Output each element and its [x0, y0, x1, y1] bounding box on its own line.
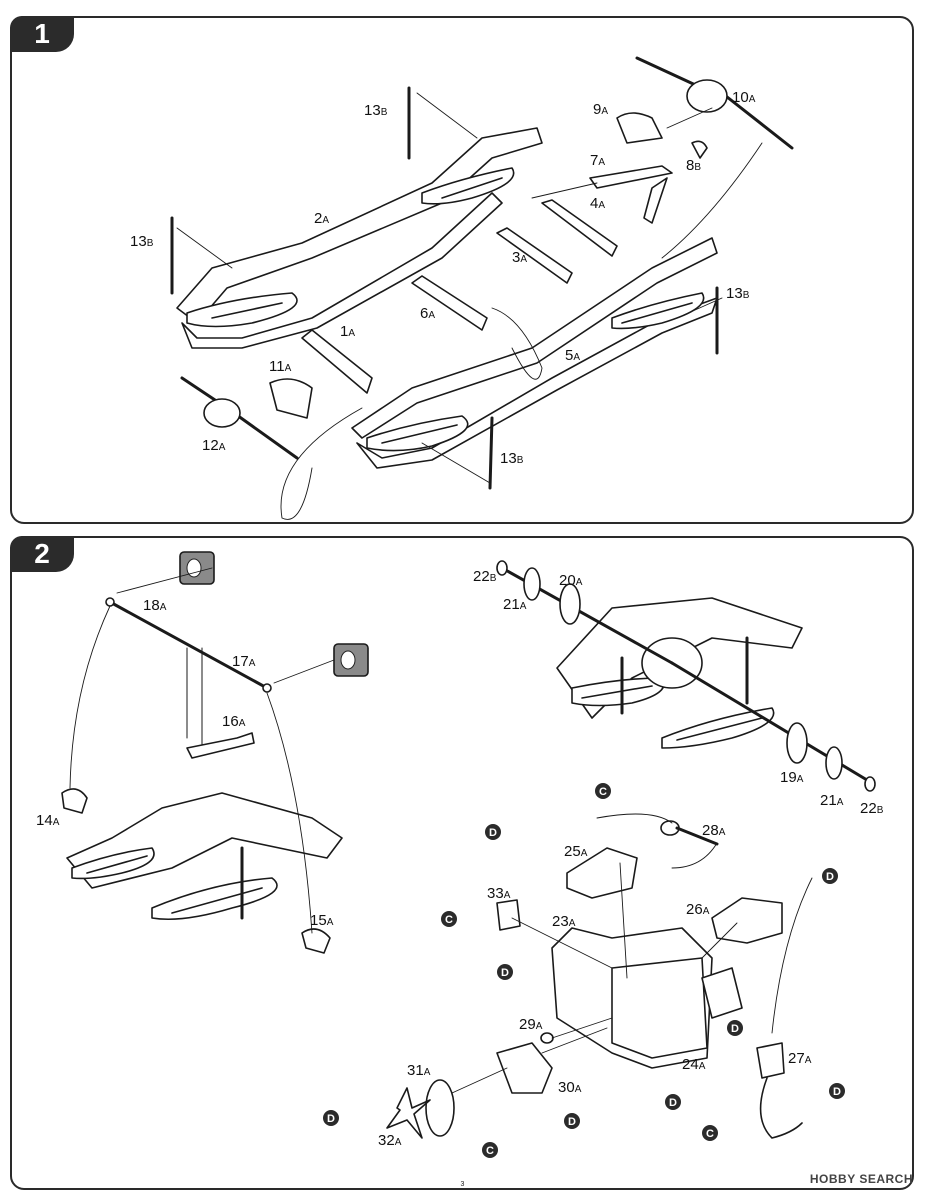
color-marker: D: [323, 1110, 339, 1126]
callout-12a: 12A: [202, 437, 226, 454]
callout-21a-top: 21A: [503, 596, 527, 613]
callout-5a: 5A: [565, 347, 580, 364]
callout-9a: 9A: [593, 101, 608, 118]
callout-25a: 25A: [564, 843, 588, 860]
svg-text:C: C: [706, 1128, 714, 1140]
svg-text:D: D: [568, 1116, 576, 1128]
callout-2a: 2A: [314, 210, 329, 227]
callout-4a: 4A: [590, 195, 605, 212]
step-1-badge: 1: [10, 16, 74, 52]
color-marker: C: [702, 1125, 718, 1141]
color-marker: C: [482, 1142, 498, 1158]
callout-15a: 15A: [310, 912, 334, 929]
callout-33a: 33A: [487, 885, 511, 902]
page-number: 3: [460, 1181, 465, 1188]
callout-13b-top: 13B: [364, 102, 388, 119]
step-2-badge: 2: [10, 536, 74, 572]
color-markers: C D D C D D D D C D D C: [323, 783, 845, 1158]
callout-17a: 17A: [232, 653, 256, 670]
color-marker: D: [485, 824, 501, 840]
svg-text:C: C: [599, 786, 607, 798]
svg-text:D: D: [489, 827, 497, 839]
color-marker: D: [564, 1113, 580, 1129]
color-marker: C: [595, 783, 611, 799]
svg-text:C: C: [445, 914, 453, 926]
step-1-panel: 1: [10, 16, 914, 524]
callout-8b: 8B: [686, 157, 701, 174]
svg-text:D: D: [731, 1023, 739, 1035]
callout-21a-bottom: 21A: [820, 792, 844, 809]
color-marker: D: [665, 1094, 681, 1110]
callout-7a: 7A: [590, 152, 605, 169]
page-footer-bar: [0, 1190, 925, 1200]
callout-18a: 18A: [143, 597, 167, 614]
watermark-logo: HOBBY SEARCH: [809, 1172, 913, 1186]
callout-3a: 3A: [512, 249, 527, 266]
callout-29a: 29A: [519, 1016, 543, 1033]
callout-6a: 6A: [420, 305, 435, 322]
svg-text:D: D: [833, 1086, 841, 1098]
color-marker: D: [829, 1083, 845, 1099]
color-marker: D: [727, 1020, 743, 1036]
callout-10a: 10A: [732, 89, 756, 106]
callout-31a: 31A: [407, 1062, 431, 1079]
color-marker: C: [441, 911, 457, 927]
callout-13b-bottom: 13B: [500, 450, 524, 467]
callout-22b-top: 22B: [473, 568, 497, 585]
callout-13b-left: 13B: [130, 233, 154, 250]
step-2-drawing: C D D C D D D D C D D C 18A 17A 16A 14A …: [36, 551, 884, 1158]
callout-14a: 14A: [36, 812, 60, 829]
callout-20a: 20A: [559, 572, 583, 589]
svg-text:D: D: [501, 967, 509, 979]
callout-13b-right: 13B: [726, 285, 750, 302]
svg-text:C: C: [486, 1145, 494, 1157]
callout-28a: 28A: [702, 822, 726, 839]
callout-27a: 27A: [788, 1050, 812, 1067]
callout-16a: 16A: [222, 713, 246, 730]
callout-24a: 24A: [682, 1056, 706, 1073]
callout-19a: 19A: [780, 769, 804, 786]
callout-26a: 26A: [686, 901, 710, 918]
svg-text:D: D: [669, 1097, 677, 1109]
color-marker: D: [822, 868, 838, 884]
svg-text:D: D: [327, 1113, 335, 1125]
callout-11a: 11A: [269, 358, 292, 375]
step-2-panel: 2: [10, 536, 914, 1190]
callout-30a: 30A: [558, 1079, 582, 1096]
callout-32a: 32A: [378, 1132, 402, 1149]
color-marker: D: [497, 964, 513, 980]
callout-23a: 23A: [552, 913, 576, 930]
svg-text:D: D: [826, 871, 834, 883]
step-1-drawing: 13B 13B 13B 13B 9A 10A 7A 8B 4A 2A 3A 6A…: [130, 56, 794, 520]
callout-22b-bottom: 22B: [860, 800, 884, 817]
callout-1a: 1A: [340, 323, 355, 340]
